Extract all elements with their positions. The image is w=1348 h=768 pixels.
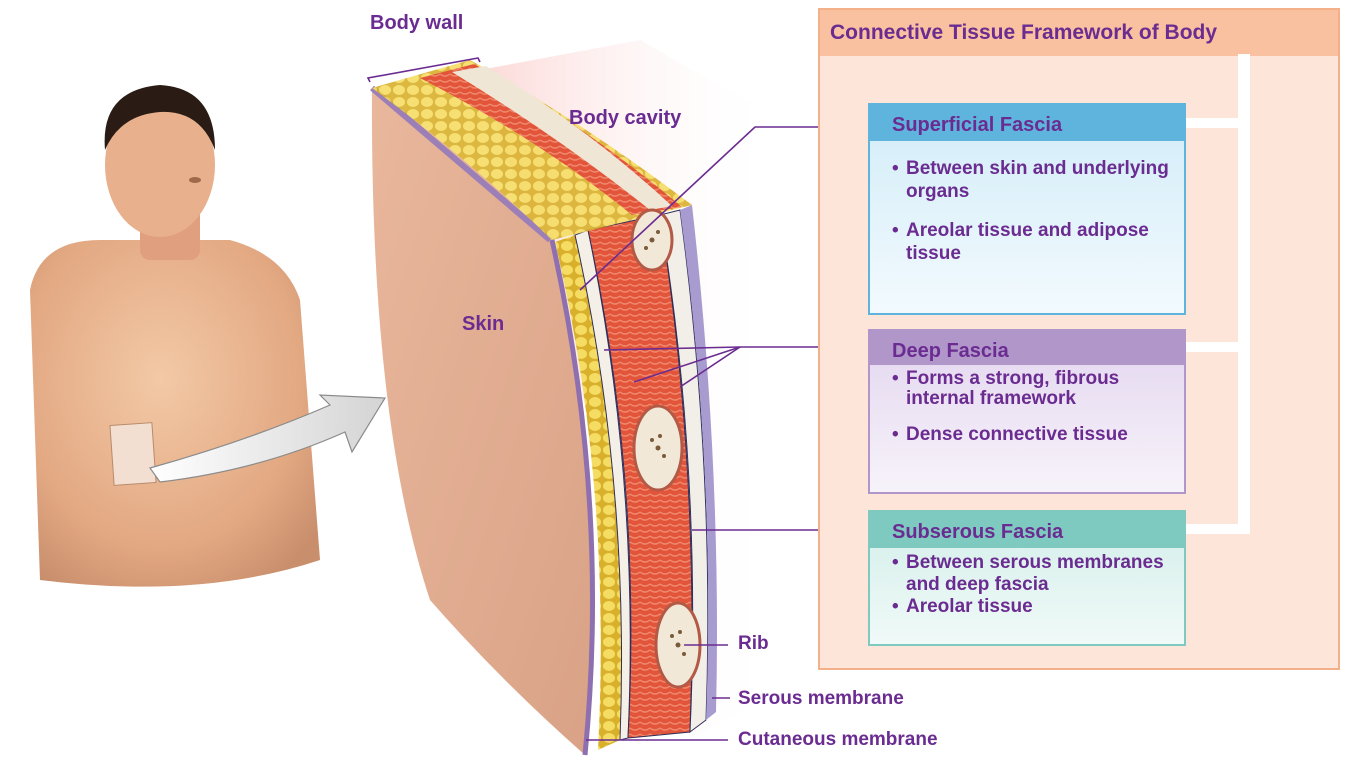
bracket-arm-subserous (1186, 524, 1244, 534)
label-body-wall: Body wall (370, 12, 464, 34)
body-wall-illustration (30, 40, 820, 756)
card-title: Deep Fascia (870, 331, 1184, 365)
label-rib: Rib (738, 633, 769, 654)
bullet-item: Areolar tissue (892, 596, 1174, 618)
tissue-block (370, 60, 717, 756)
card-superficial-fascia: Superficial Fascia Between skin and unde… (868, 103, 1186, 315)
bullet-list: Between skin and underlying organs Areol… (870, 157, 1184, 265)
bullet-list: Between serous membranes and deep fascia… (870, 552, 1184, 618)
bullet-item: Dense connective tissue (892, 425, 1174, 446)
label-skin: Skin (462, 313, 505, 335)
label-body-cavity: Body cavity (569, 107, 682, 129)
bracket-arm-deep (1186, 342, 1244, 352)
bracket-arm-superficial (1186, 118, 1244, 128)
bullet-item: Areolar tissue and adipose tissue (892, 219, 1174, 265)
bullet-list: Forms a strong, fibrous internal framewo… (870, 369, 1184, 446)
bullet-item: Between skin and underlying organs (892, 157, 1174, 203)
card-title: Subserous Fascia (870, 512, 1184, 548)
leader-lines (366, 57, 820, 741)
bullet-item: Between serous membranes and deep fascia (892, 552, 1174, 596)
skin-sample-marker (109, 422, 157, 486)
bullet-item: Forms a strong, fibrous internal framewo… (892, 369, 1174, 409)
pointer-arrow (149, 394, 387, 483)
bracket-vertical (1238, 54, 1250, 534)
label-cutaneous-membrane: Cutaneous membrane (738, 729, 938, 750)
card-deep-fascia: Deep Fascia Forms a strong, fibrous inte… (868, 329, 1186, 494)
framework-title: Connective Tissue Framework of Body (820, 10, 1338, 56)
card-subserous-fascia: Subserous Fascia Between serous membrane… (868, 510, 1186, 646)
label-serous-membrane: Serous membrane (738, 688, 904, 709)
card-title: Superficial Fascia (870, 105, 1184, 141)
man-figure (30, 85, 320, 587)
